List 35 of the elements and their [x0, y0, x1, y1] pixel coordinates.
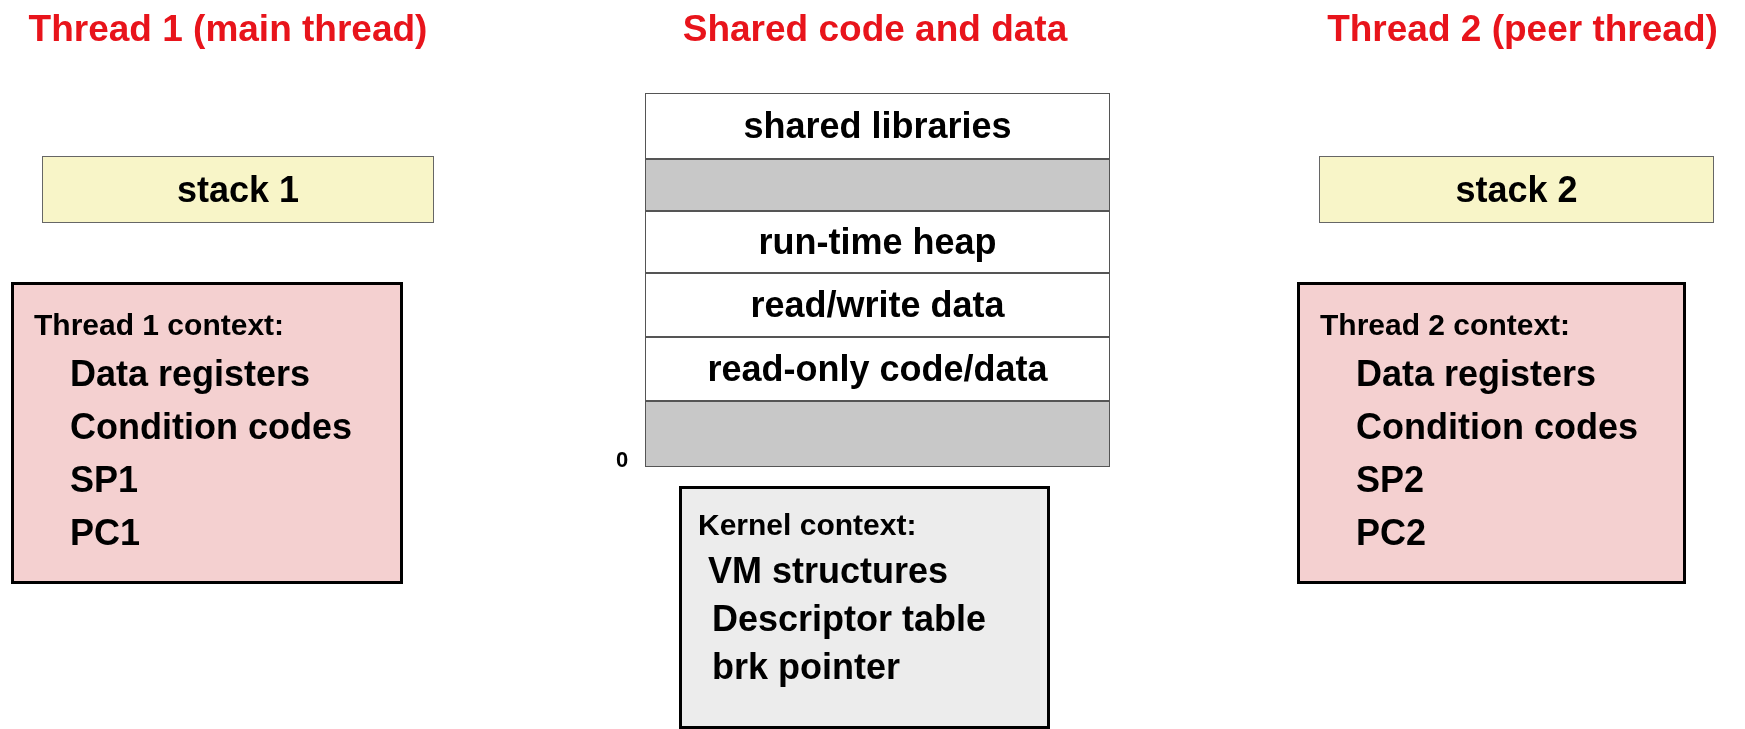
memory-gap [645, 401, 1110, 467]
context-item: Descriptor table [712, 597, 988, 641]
context-heading: Thread 2 context: [1320, 307, 1572, 343]
stack-box [1319, 156, 1714, 223]
segment-label: run-time heap [758, 221, 997, 263]
context-heading: Thread 1 context: [34, 307, 286, 343]
segment-label: read/write data [750, 284, 1005, 326]
memory-gap [645, 159, 1110, 211]
memory-segment [645, 337, 1110, 401]
segment-label: read-only code/data [707, 348, 1048, 390]
column-heading: Shared code and data [681, 8, 1069, 50]
context-box [11, 282, 403, 584]
context-item: Data registers [1356, 352, 1598, 396]
column-heading: Thread 2 (peer thread) [1326, 8, 1719, 50]
context-heading: Kernel context: [698, 507, 918, 543]
context-item: VM structures [708, 549, 950, 593]
context-box [1297, 282, 1686, 584]
stack-label: stack 2 [1455, 168, 1578, 211]
stack-label: stack 1 [176, 168, 300, 211]
segment-label: shared libraries [743, 105, 1012, 147]
context-item: PC1 [70, 511, 142, 555]
column-heading: Thread 1 (main thread) [27, 8, 429, 50]
context-item: Condition codes [1356, 405, 1639, 449]
stack-box [42, 156, 434, 223]
context-item: SP2 [1356, 458, 1426, 502]
address-label: 0 [614, 447, 630, 473]
context-item: Condition codes [70, 405, 353, 449]
context-item: SP1 [70, 458, 140, 502]
context-item: Data registers [70, 352, 312, 396]
memory-segment [645, 93, 1110, 159]
memory-segment [645, 211, 1110, 273]
context-item: PC2 [1356, 511, 1428, 555]
kernel-context-box [679, 486, 1050, 729]
memory-segment [645, 273, 1110, 337]
context-item: brk pointer [712, 645, 901, 689]
